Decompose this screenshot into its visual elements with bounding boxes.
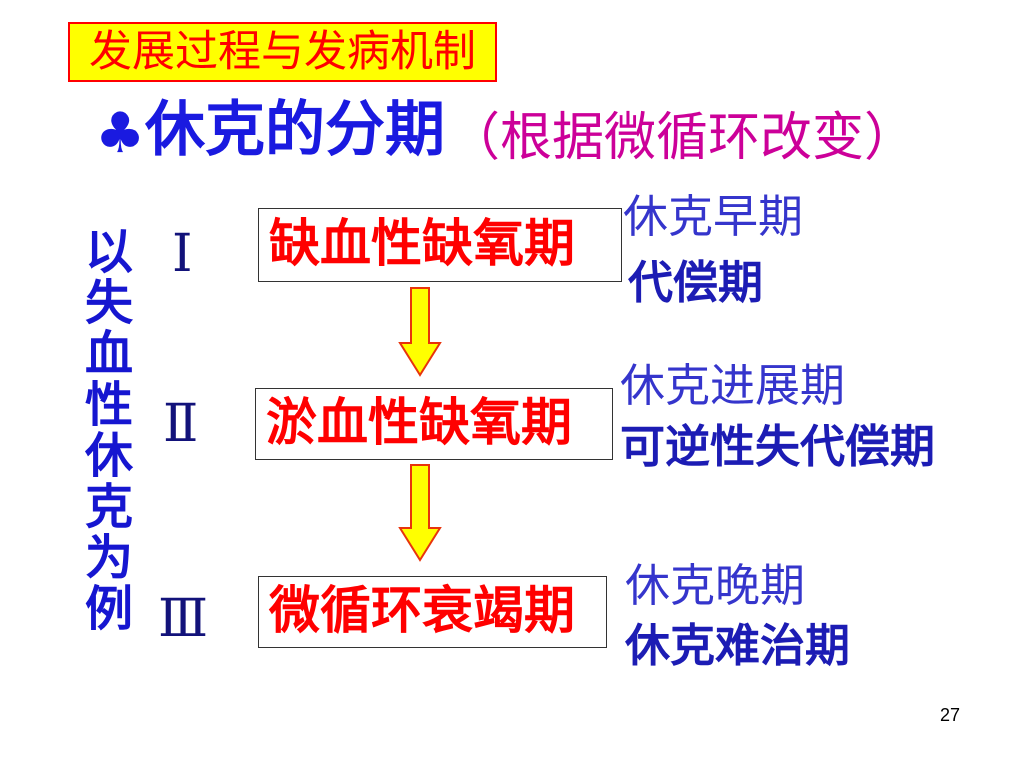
stage-3-note-primary: 休克晚期 — [625, 559, 806, 612]
stage-box-1: 缺血性缺氧期 — [258, 208, 622, 282]
stage-numeral-3: Ⅲ — [158, 589, 209, 649]
stage-name-2: 淤血性缺氧期 — [266, 394, 573, 453]
slide-title: 休克的分期 — [145, 95, 445, 165]
stage-box-2: 淤血性缺氧期 — [255, 388, 613, 460]
stage-name-1: 缺血性缺氧期 — [269, 215, 576, 274]
stage-3-note-secondary: 休克难治期 — [625, 619, 851, 672]
stage-1-note-primary: 休克早期 — [623, 190, 804, 243]
section-banner: 发展过程与发病机制 — [68, 22, 497, 82]
stage-name-3: 微循环衰竭期 — [269, 582, 576, 641]
stage-numeral-2: Ⅱ — [163, 394, 199, 454]
stage-numeral-1: Ⅰ — [172, 224, 193, 284]
club-icon: ♣ — [95, 101, 146, 166]
stage-1-note-secondary: 代偿期 — [628, 256, 764, 309]
stage-box-3: 微循环衰竭期 — [258, 576, 607, 648]
page-number: 27 — [940, 705, 961, 725]
side-label-vertical: 以失血性休克为例 — [76, 226, 132, 634]
down-arrow-icon — [398, 287, 442, 377]
slide-subtitle: （根据微循环改变） — [448, 108, 917, 168]
down-arrow-icon — [398, 464, 442, 562]
stage-2-note-primary: 休克进展期 — [620, 359, 846, 412]
stage-2-note-secondary: 可逆性失代偿期 — [620, 420, 936, 473]
